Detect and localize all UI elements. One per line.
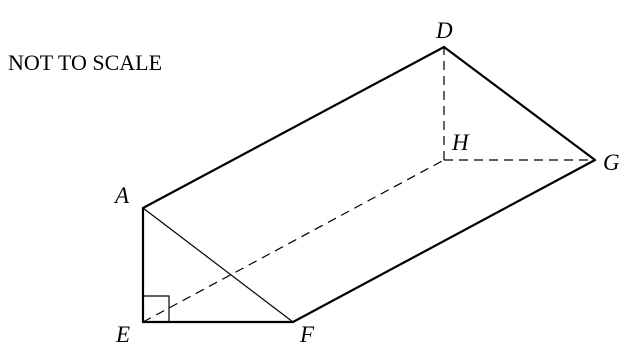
edge-g-f xyxy=(291,158,597,324)
right-angle-marker xyxy=(143,295,170,322)
vertex-label-g: G xyxy=(603,150,620,175)
vertex-label-a: A xyxy=(113,183,130,208)
edge-d-g xyxy=(442,45,597,162)
edge-a-f xyxy=(142,207,294,323)
edge-e-h xyxy=(142,159,445,323)
vertex-label-h: H xyxy=(451,130,470,155)
vertex-label-d: D xyxy=(435,18,453,43)
edge-a-d xyxy=(141,45,446,210)
not-to-scale-note: NOT TO SCALE xyxy=(8,50,162,75)
vertex-label-f: F xyxy=(299,322,315,347)
vertex-label-e: E xyxy=(115,322,130,347)
